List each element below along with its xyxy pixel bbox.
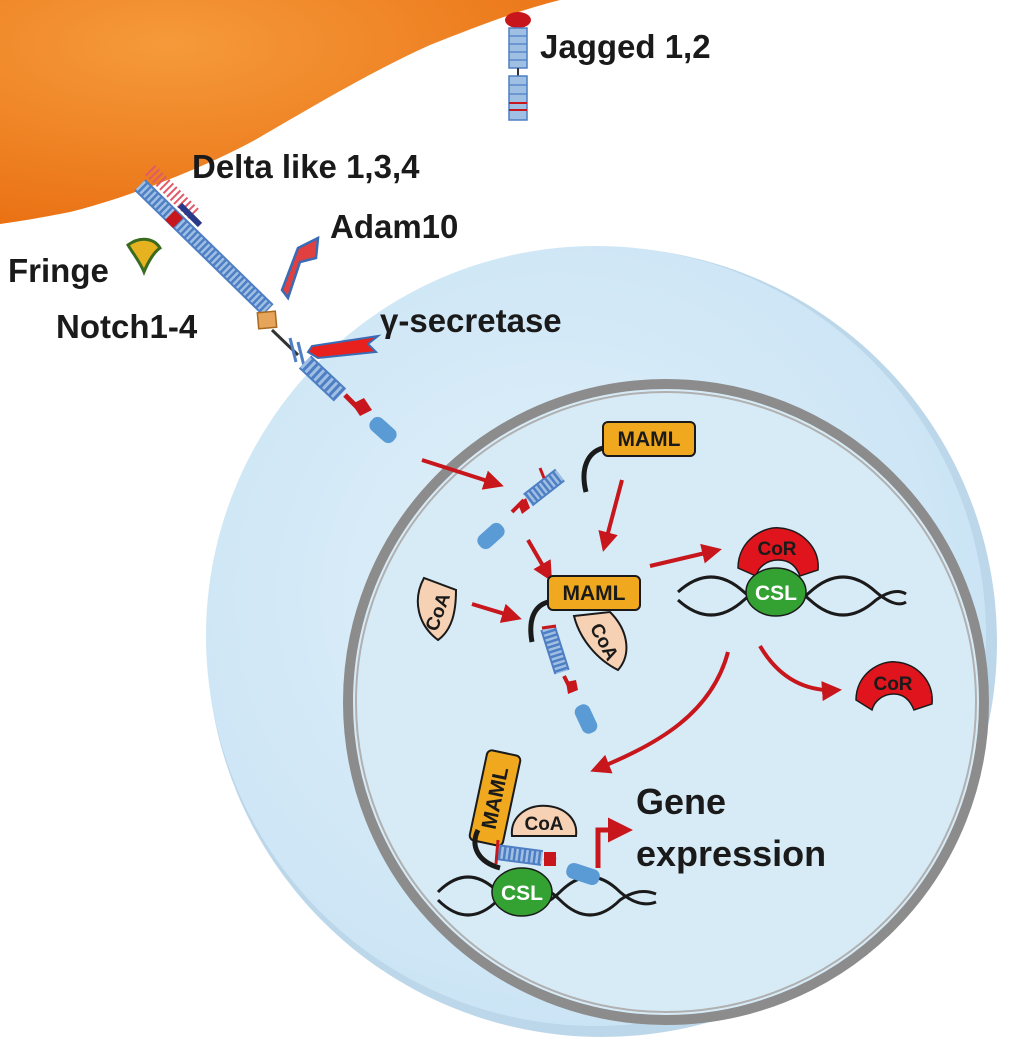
signal-sending-cell: [0, 0, 560, 224]
cor-label-released: CoR: [873, 674, 912, 695]
label-expression: expression: [636, 833, 826, 874]
csl-repressed: CSL: [745, 567, 807, 617]
notch-intracellular-domain: [298, 355, 397, 444]
arrow-maml-to-complex: [598, 479, 624, 552]
adam10-icon: [280, 235, 320, 301]
arrow-gene-expression: [595, 817, 633, 868]
arrow-nuclear-translocation: [421, 458, 504, 490]
arrow-activation: [590, 651, 730, 774]
label-gamma-secretase: γ-secretase: [380, 302, 562, 339]
label-fringe: Fringe: [8, 252, 109, 289]
active-transcription-complex: MAML CoA CSL: [468, 749, 600, 917]
label-gene: Gene: [636, 781, 726, 822]
arrow-nicd-to-complex: [526, 538, 553, 582]
coa-free: CoA: [416, 576, 458, 642]
jagged-ligand: [505, 12, 531, 121]
nicd-nuclear: [477, 467, 565, 550]
notch-receptor-extracellular: [134, 179, 278, 330]
arrow-complex-to-dna: [649, 543, 722, 568]
label-delta: Delta like 1,3,4: [192, 148, 420, 185]
label-jagged: Jagged 1,2: [540, 28, 711, 65]
fringe-icon: [126, 237, 163, 277]
cor-bound: CoR: [737, 527, 819, 578]
arrow-coa-to-complex: [471, 602, 522, 623]
gamma-secretase-icon: [306, 334, 382, 360]
csl-label-repressed: CSL: [755, 582, 797, 605]
coa-label-active: CoA: [524, 814, 563, 835]
csl-label-active: CSL: [501, 882, 543, 905]
maml-label: MAML: [618, 428, 681, 451]
label-notch: Notch1-4: [56, 308, 198, 345]
dna-repressed: [676, 575, 907, 617]
arrow-cor-release: [758, 644, 842, 702]
label-adam10: Adam10: [330, 208, 458, 245]
maml-free: MAML: [581, 421, 696, 493]
maml-label-complex: MAML: [563, 582, 626, 605]
delta-ligand: [145, 165, 203, 228]
cor-label-bound: CoR: [757, 539, 796, 560]
cor-released: CoR: [855, 661, 933, 712]
dna-active: [436, 875, 657, 917]
notch-receptor-membrane: [270, 328, 306, 367]
nucleus: [343, 379, 989, 1025]
